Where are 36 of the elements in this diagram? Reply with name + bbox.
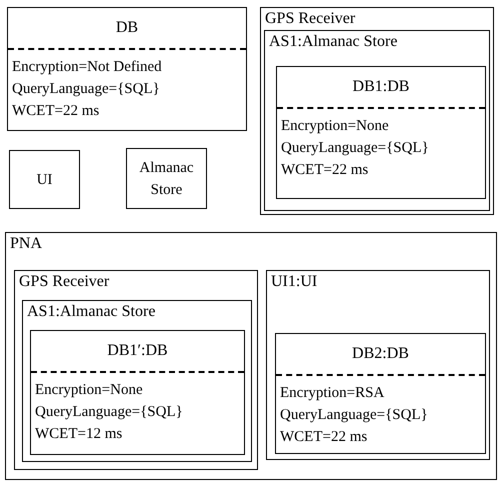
attribute-text: QueryLanguage={SQL} (12, 80, 161, 99)
attribute-text: QueryLanguage={SQL} (281, 139, 430, 158)
component-box (266, 270, 490, 460)
component-label: UI1:UI (271, 272, 318, 292)
component-box (260, 7, 494, 215)
component-box (9, 150, 80, 209)
component-box (5, 232, 497, 480)
component-box (14, 270, 258, 470)
component-box (22, 300, 252, 462)
component-label: AS1:Almanac Store (27, 302, 156, 322)
component-box (264, 30, 490, 211)
attribute-text: WCET=22 ms (12, 102, 100, 121)
class-name: DB1:DB (352, 77, 410, 97)
component-box (126, 148, 207, 209)
attribute-text: Encryption=None (35, 381, 144, 400)
class-name: DB2:DB (351, 344, 410, 364)
class-box (30, 330, 245, 455)
class-box (7, 7, 247, 131)
attribute-text: QueryLanguage={SQL} (35, 403, 184, 422)
component-label: GPS Receiver (265, 9, 356, 29)
component-label: Almanac Store (138, 158, 195, 200)
attribute-text: Encryption=Not Defined (12, 58, 163, 77)
attribute-text: Encryption=None (281, 117, 390, 136)
component-label: GPS Receiver (19, 272, 110, 292)
component-label: AS1:Almanac Store (269, 32, 398, 52)
attribute-text: WCET=12 ms (35, 425, 124, 444)
attribute-text: WCET=22 ms (281, 161, 370, 180)
class-box (276, 66, 486, 199)
class-box (275, 333, 486, 454)
component-label: PNA (10, 234, 42, 254)
class-name: DB (114, 18, 140, 38)
attribute-text: QueryLanguage={SQL} (280, 406, 429, 425)
attribute-text: Encryption=RSA (280, 384, 386, 403)
component-label: UI (36, 170, 54, 190)
attribute-text: WCET=22 ms (280, 428, 368, 447)
class-name: DB1′:DB (106, 341, 169, 361)
